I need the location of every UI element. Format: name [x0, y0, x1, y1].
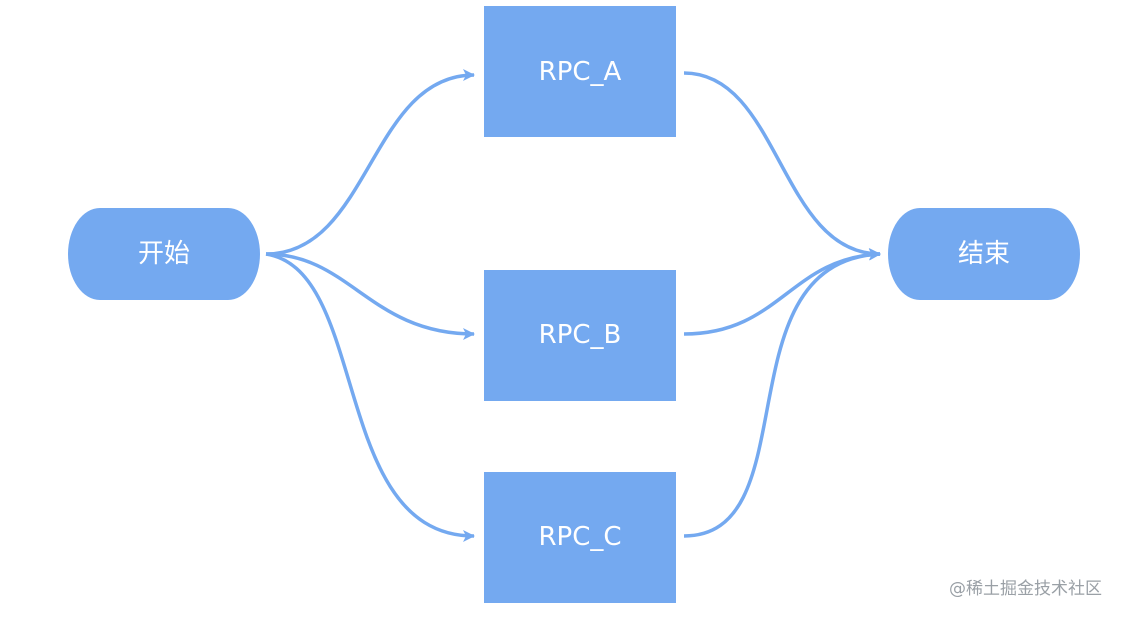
node-end: 结束 — [888, 208, 1080, 300]
node-start-label: 开始 — [138, 239, 190, 269]
node-end-shape — [888, 208, 1080, 300]
node-rpc-b-shape — [484, 270, 676, 401]
node-start-shape — [68, 208, 260, 300]
node-rpc-a: RPC_A — [484, 6, 676, 137]
node-rpc-a-shape — [484, 6, 676, 137]
edge-start-to-rpc-c — [265, 252, 475, 542]
edge-start-to-rpc-a — [265, 69, 475, 256]
node-end-label: 结束 — [958, 239, 1010, 269]
node-start: 开始 — [68, 208, 260, 300]
node-rpc-c-shape — [484, 472, 676, 603]
node-rpc-b-label: RPC_B — [539, 320, 622, 350]
edge-rpc-c-to-end — [683, 248, 881, 538]
node-rpc-a-label: RPC_A — [539, 57, 622, 87]
edge-rpc-a-to-end — [683, 71, 881, 260]
edge-start-to-rpc-b — [265, 252, 475, 340]
node-rpc-b: RPC_B — [484, 270, 676, 401]
edge-rpc-b-to-end — [683, 248, 881, 336]
edges — [265, 69, 881, 542]
node-rpc-c: RPC_C — [484, 472, 676, 603]
node-rpc-c-label: RPC_C — [538, 522, 621, 552]
watermark-text: @稀土掘金技术社区 — [949, 579, 1102, 599]
